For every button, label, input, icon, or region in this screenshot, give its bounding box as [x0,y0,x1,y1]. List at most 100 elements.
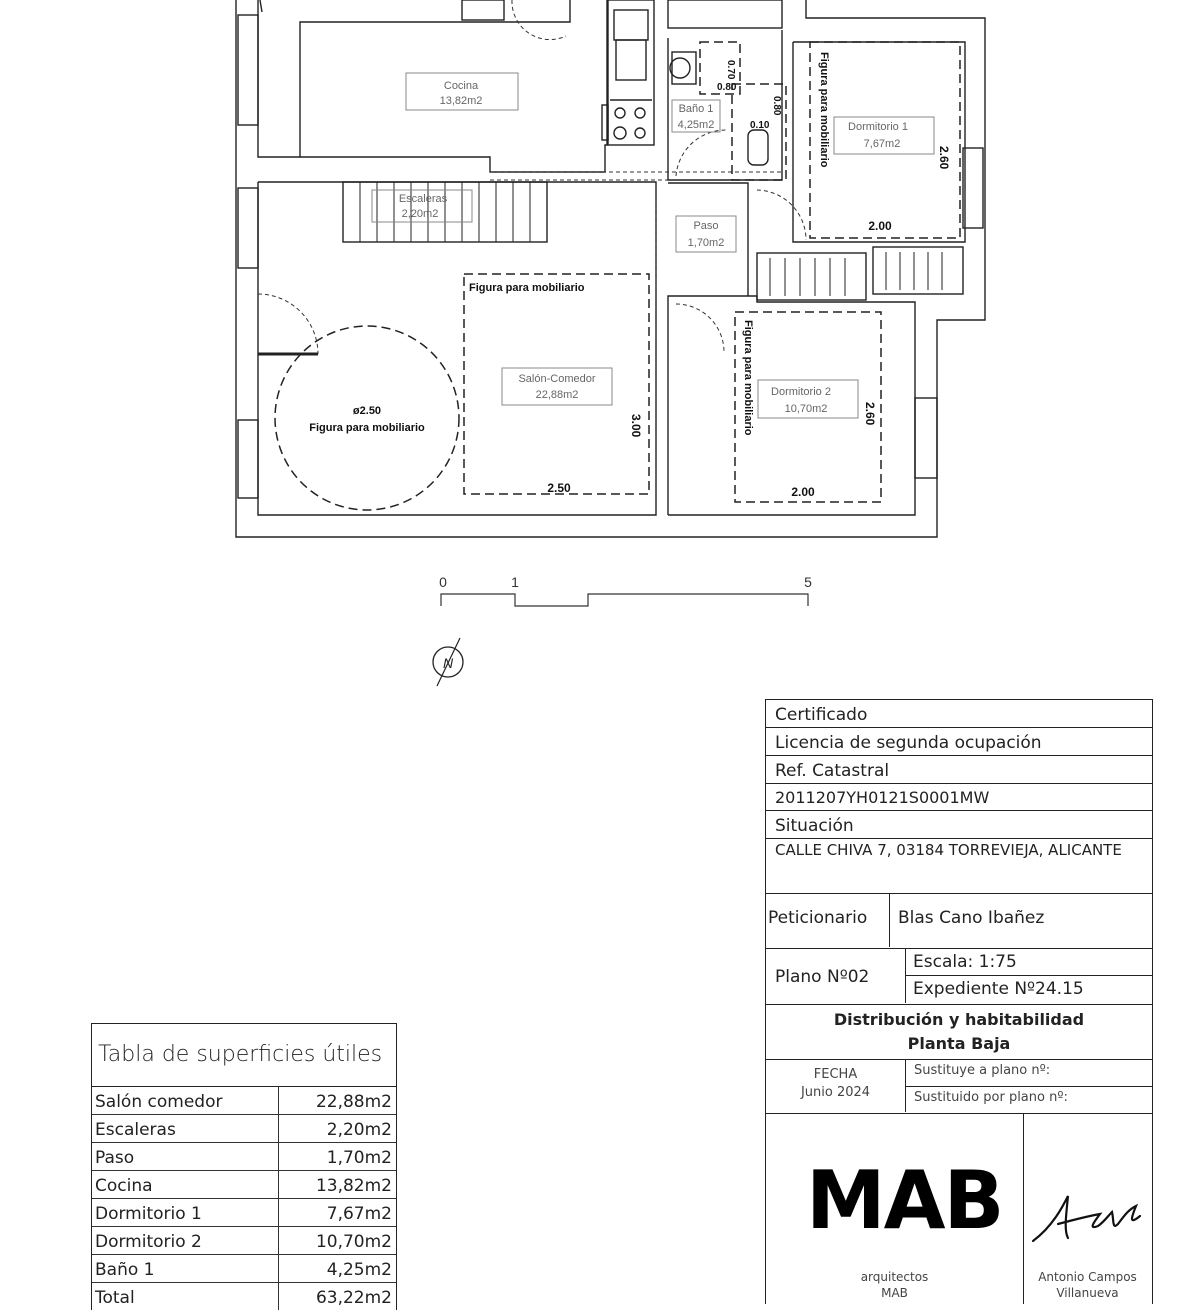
room-name-paso: Paso [693,220,718,232]
room-area-dormitorio-2: 10,70m2 [785,403,828,415]
table-row: Escaleras 2,20m2 [92,1115,396,1143]
row-area: 22,88m2 [315,1092,392,1112]
ref-catastral-label: Ref. Catastral [775,761,890,781]
logo-sub-2: MAB [881,1286,908,1300]
row-name: Baño 1 [92,1255,279,1282]
north-label: N [443,655,454,671]
floor-plan: Cocina 13,82m2 Baño 1 4,25m2 Dormitorio … [235,0,986,687]
furniture-label-circle: Figura para mobiliario [309,422,425,434]
sustituye-label: Sustituye a plano nº: [914,1063,1051,1078]
dim-bath-c: 0.80 [771,96,782,116]
row-name: Paso [92,1143,279,1170]
room-area-paso: 1,70m2 [688,237,725,249]
title-block-row: Plano Nº02 Escala: 1:75 Expediente Nº24.… [766,949,1152,1005]
peticionario-value: Blas Cano Ibañez [898,908,1045,928]
scale-number-1: 1 [511,574,519,590]
row-area: 10,70m2 [315,1232,392,1252]
row-name: Dormitorio 1 [92,1199,279,1226]
divider [905,949,906,1003]
fecha-value: Junio 2024 [800,1085,871,1100]
divider [1023,1114,1024,1304]
drawing-title-2: Planta Baja [907,1034,1011,1053]
furniture-label-dormitorio-1: Figura para mobiliario [818,52,830,168]
room-name-dormitorio-2: Dormitorio 2 [771,386,831,398]
plano-label: Plano Nº02 [775,967,870,987]
dim-bath-a: 0.80 [717,82,737,93]
author-name-1: Antonio Campos [1038,1270,1137,1284]
logo-sub-1: arquitectos [860,1270,929,1284]
divider [905,975,1152,976]
row-area: 2,20m2 [326,1120,392,1140]
escala-label: Escala: 1:75 [913,952,1017,972]
room-name-cocina: Cocina [444,80,479,92]
surface-table: Tabla de superficies útiles Salón comedo… [91,1023,397,1310]
dim-dorm1-width: 2.00 [868,219,892,233]
table-row: Paso 1,70m2 [92,1143,396,1171]
title-block-row: Situación [766,811,1152,839]
row-name: Salón comedor [92,1087,279,1114]
author-name-2: Villanueva [1056,1286,1119,1300]
dim-salon-width: 2.50 [547,481,571,495]
row-name: Cocina [92,1171,279,1198]
room-name-salon: Salón-Comedor [518,373,595,385]
signature-icon [1031,1195,1142,1243]
room-area-salon: 22,88m2 [536,389,579,401]
divider [905,1086,1152,1087]
room-name-escaleras: Escaleras [399,193,448,205]
surface-table-title: Tabla de superficies útiles [92,1024,396,1087]
title-block-row: FECHA Junio 2024 Sustituye a plano nº: S… [766,1060,1152,1114]
dim-dorm2-height: 2.60 [863,402,877,426]
room-area-bano: 4,25m2 [678,119,715,131]
furniture-label-dormitorio-2: Figura para mobiliario [742,320,754,436]
row-area: 4,25m2 [326,1260,392,1280]
title-block-row: CALLE CHIVA 7, 03184 TORREVIEJA, ALICANT… [766,839,1152,894]
table-row: Salón comedor 22,88m2 [92,1087,396,1115]
title-block-row: Peticionario Blas Cano Ibañez [766,894,1152,949]
furniture-label-salon: Figura para mobiliario [469,282,585,294]
dim-dorm1-height: 2.60 [937,146,951,170]
row-area: 7,67m2 [326,1204,392,1224]
mab-logo: MAB [806,1154,1004,1247]
row-name: Dormitorio 2 [92,1227,279,1254]
ref-catastral-value: 2011207YH0121S0001MW [775,788,990,807]
situacion-value: CALLE CHIVA 7, 03184 TORREVIEJA, ALICANT… [775,841,1122,859]
table-row-total: Total 63,22m2 [92,1283,396,1310]
logo-area: MAB arquitectos MAB Antonio Campos Villa… [766,1114,1152,1304]
drawing-title-1: Distribución y habitabilidad [833,1010,1085,1029]
table-row: Cocina 13,82m2 [92,1171,396,1199]
row-name: Total [92,1283,279,1310]
scale-bar [440,593,809,607]
sustituido-label: Sustituido por plano nº: [914,1090,1068,1105]
room-name-bano: Baño 1 [679,103,714,115]
situacion-label: Situación [775,816,854,836]
row-area: 63,22m2 [315,1288,392,1308]
room-area-dormitorio-1: 7,67m2 [864,138,901,150]
licencia-label: Licencia de segunda ocupación [775,733,1042,753]
dim-dorm2-width: 2.00 [791,485,815,499]
table-row: Dormitorio 2 10,70m2 [92,1227,396,1255]
divider [889,894,890,947]
scale-number-5: 5 [804,574,812,590]
north-arrow-icon: N [432,637,464,687]
room-area-cocina: 13,82m2 [440,95,483,107]
room-area-escaleras: 2,20m2 [402,208,439,220]
title-block-row: Ref. Catastral [766,756,1152,784]
title-block-row: 2011207YH0121S0001MW [766,784,1152,811]
peticionario-label: Peticionario [768,908,868,928]
certificado-label: Certificado [775,705,868,725]
expediente-label: Expediente Nº24.15 [913,979,1084,999]
row-area: 13,82m2 [315,1176,392,1196]
title-block-row: Certificado [766,700,1152,728]
row-name: Escaleras [92,1115,279,1142]
table-row: Dormitorio 1 7,67m2 [92,1199,396,1227]
title-block-row: Licencia de segunda ocupación [766,728,1152,756]
dim-salon-height: 3.00 [629,414,643,438]
dim-bath-b: 0.70 [725,60,736,80]
room-name-dormitorio-1: Dormitorio 1 [848,121,908,133]
scale-number-0: 0 [439,574,447,590]
circle-diameter: ø2.50 [353,405,381,417]
table-row: Baño 1 4,25m2 [92,1255,396,1283]
fecha-label: FECHA [813,1067,858,1082]
row-area: 1,70m2 [326,1148,392,1168]
title-block-row: Distribución y habitabilidad Planta Baja [766,1005,1152,1060]
